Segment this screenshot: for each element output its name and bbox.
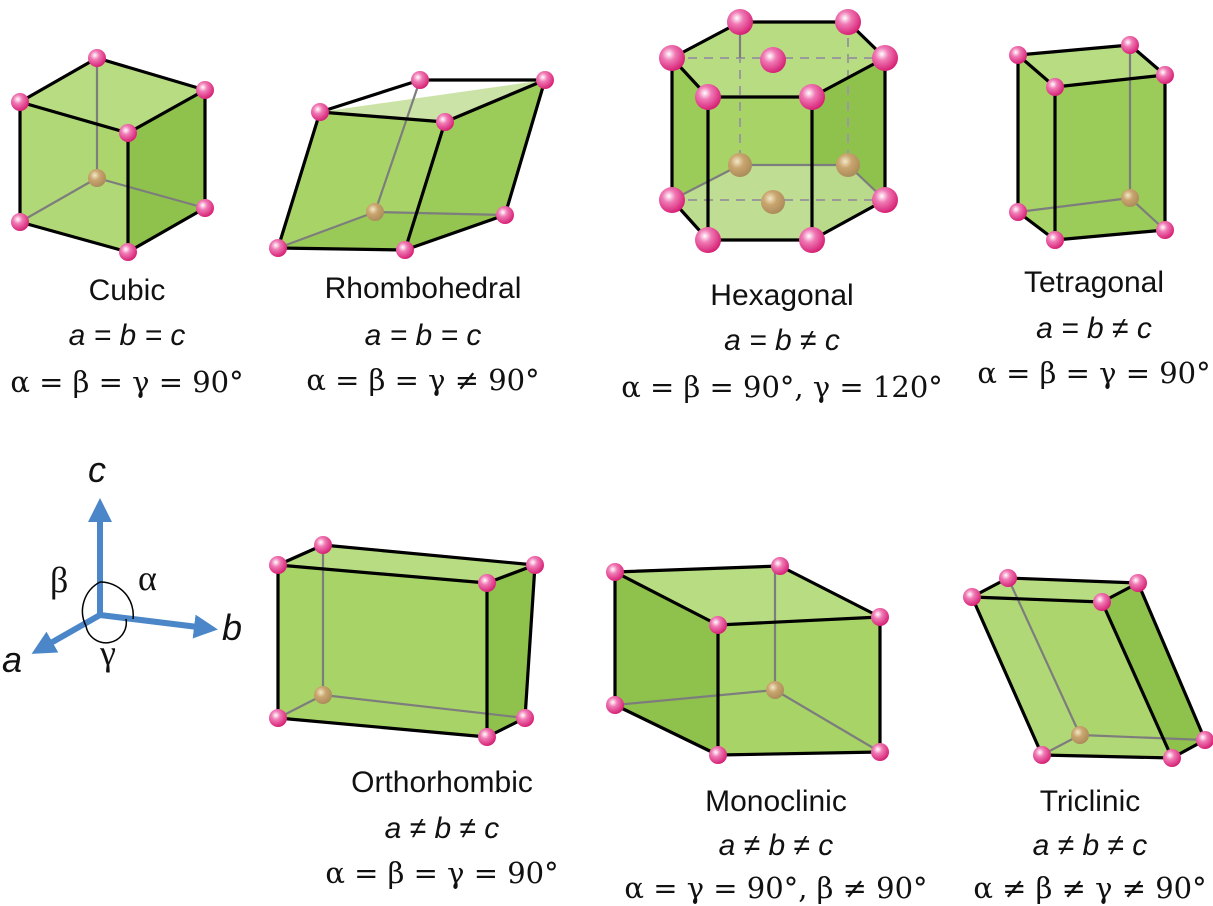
angle-label-beta: β (50, 560, 68, 600)
cell-angles: α = β = γ ≠ 90° (306, 363, 539, 397)
label-tetragonal: Tetragonal a = b ≠ c α = β = γ = 90° (977, 266, 1210, 390)
rhombohedral-atoms (269, 71, 554, 259)
label-rhombohedral: Rhombohedral a = b = c α = β = γ ≠ 90° (306, 272, 539, 397)
b-axis-arrow (99, 612, 218, 639)
cell-name: Cubic (89, 274, 166, 307)
hexagonal-atoms (659, 9, 898, 253)
orthorhombic-atoms (269, 536, 544, 746)
tetragonal-atoms (1009, 36, 1174, 249)
cell-angles: α = γ = 90°, β ≠ 90° (624, 871, 927, 905)
cell-name: Monoclinic (705, 785, 847, 818)
axis-label-c: c (88, 449, 106, 490)
orthorhombic-cell (276, 543, 537, 739)
cubic-atoms (11, 49, 214, 261)
angle-label-gamma: γ (99, 633, 116, 673)
cell-name: Orthorhombic (351, 766, 533, 799)
a-axis-arrow (31, 612, 102, 654)
cell-angles: α ≠ β ≠ γ ≠ 90° (973, 871, 1206, 905)
rhombohedral-cell (276, 78, 547, 252)
triclinic-atoms (963, 569, 1213, 767)
cell-lengths: a = b = c (69, 319, 186, 352)
cubic-cell (18, 56, 207, 254)
cell-lengths: a ≠ b ≠ c (1033, 829, 1148, 862)
cell-lengths: a ≠ b ≠ c (719, 829, 834, 862)
cell-lengths: a = b = c (365, 319, 482, 352)
cell-angles: α = β = 90°, γ = 120° (621, 370, 943, 404)
axes-diagram: c b a α β γ (2, 449, 242, 680)
cell-angles: α = β = γ = 90° (977, 356, 1210, 390)
cell-lengths: a ≠ b ≠ c (385, 812, 500, 845)
label-triclinic: Triclinic a ≠ b ≠ c α ≠ β ≠ γ ≠ 90° (973, 785, 1206, 905)
cell-name: Rhombohedral (325, 272, 522, 305)
tetragonal-cell (1016, 43, 1167, 242)
alpha-arc (99, 581, 134, 620)
axis-label-a: a (2, 639, 22, 680)
cell-name: Hexagonal (710, 279, 853, 312)
label-monoclinic: Monoclinic a ≠ b ≠ c α = γ = 90°, β ≠ 90… (624, 785, 927, 905)
cell-angles: α = β = γ = 90° (10, 365, 243, 399)
gamma-arc (85, 618, 128, 644)
cell-name: Triclinic (1040, 785, 1141, 818)
cell-lengths: a = b ≠ c (724, 324, 840, 357)
cell-lengths: a = b ≠ c (1036, 312, 1152, 345)
monoclinic-cell (613, 564, 882, 757)
label-cubic: Cubic a = b = c α = β = γ = 90° (10, 274, 243, 399)
cell-name: Tetragonal (1024, 266, 1164, 299)
monoclinic-atoms (606, 557, 889, 764)
label-orthorhombic: Orthorhombic a ≠ b ≠ c α = β = γ = 90° (325, 766, 558, 890)
label-hexagonal: Hexagonal a = b ≠ c α = β = 90°, γ = 120… (621, 279, 943, 404)
angle-label-alpha: α (138, 558, 157, 598)
cell-angles: α = β = γ = 90° (325, 856, 558, 890)
triclinic-cell (970, 576, 1207, 760)
beta-arc (81, 581, 101, 627)
axis-label-b: b (222, 607, 242, 648)
